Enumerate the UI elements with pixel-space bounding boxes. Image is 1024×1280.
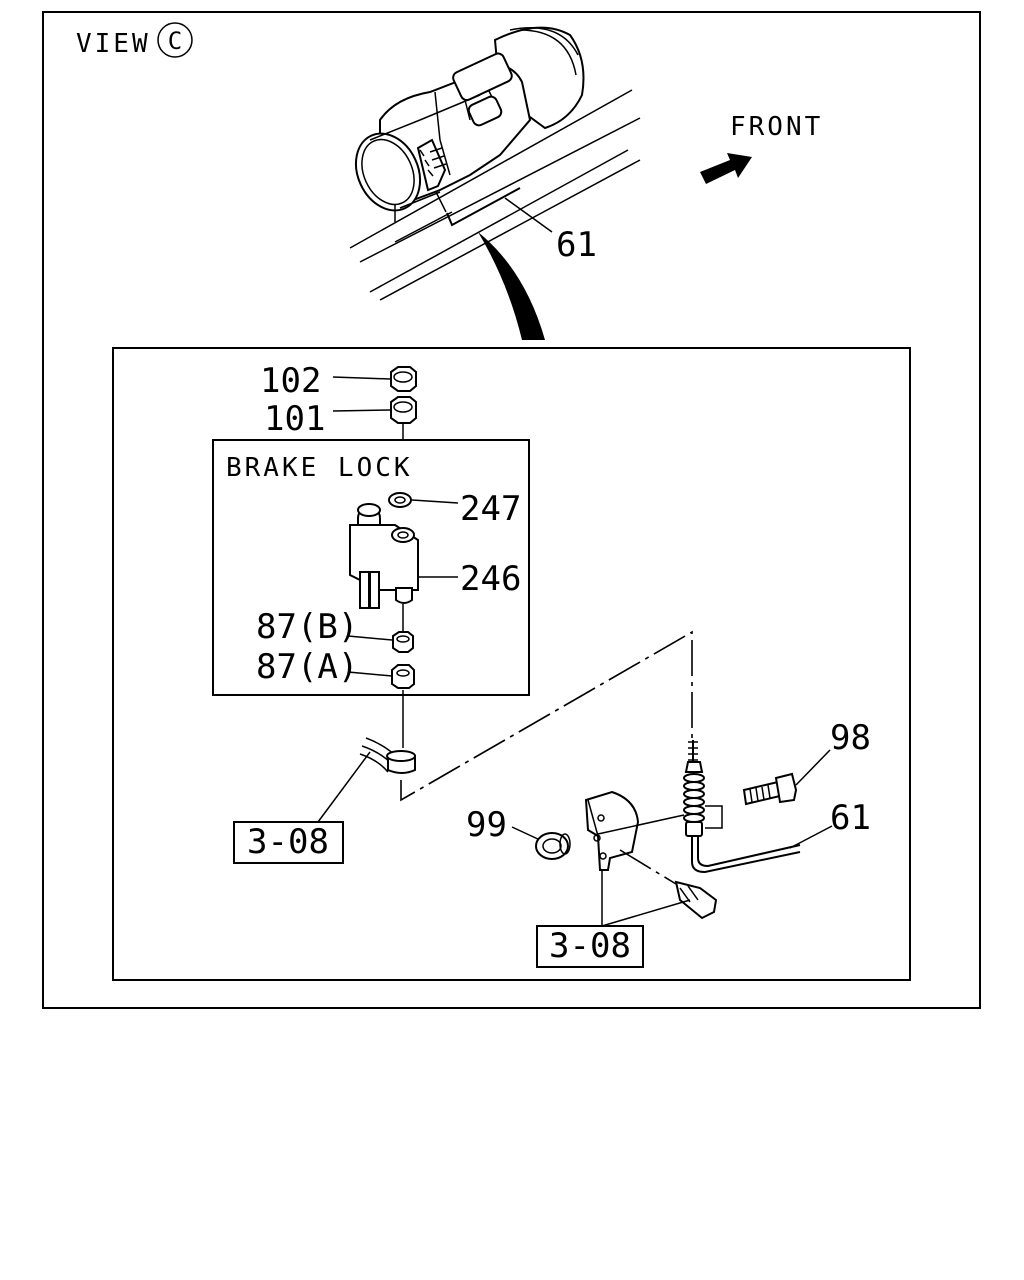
callout-99: 99 [466, 805, 507, 845]
callout-top-61: 61 [556, 225, 597, 265]
view-marker-circle [157, 22, 193, 58]
bolt-98 [742, 749, 831, 806]
cable-assembly [683, 740, 801, 874]
mount-left [317, 737, 416, 823]
leader-top-61 [504, 197, 553, 233]
outer-frame [42, 11, 981, 1009]
ref-bottom: 3-08 [549, 926, 631, 966]
brake-lock-box [212, 439, 530, 696]
callout-101: 101 [264, 399, 325, 439]
nut-99 [511, 826, 571, 860]
nut-101 [332, 396, 417, 424]
callout-246: 246 [460, 559, 521, 599]
bracket [584, 790, 685, 885]
view-label: VIEW C [76, 22, 193, 59]
nut-87b [347, 631, 414, 653]
transmission-assembly [349, 26, 641, 340]
callout-87b: 87(B) [256, 607, 358, 647]
view-label-text: VIEW [76, 29, 151, 59]
front-label: FRONT [730, 112, 823, 142]
bolt-lower [601, 870, 718, 927]
block-246 [349, 503, 458, 609]
callout-98: 98 [830, 718, 871, 758]
nut-102 [332, 366, 417, 392]
callout-61: 61 [830, 798, 871, 838]
ref-box-bottom [536, 925, 644, 968]
callout-102: 102 [260, 361, 321, 401]
zoom-wedge [478, 232, 545, 340]
callout-87a: 87(A) [256, 647, 358, 687]
ref-box-left [233, 821, 344, 864]
detail-frame [112, 347, 911, 981]
brake-lock-title: BRAKE LOCK [226, 453, 413, 483]
front-arrow-icon [700, 153, 752, 184]
ref-left: 3-08 [247, 822, 329, 862]
view-marker-letter: C [168, 27, 182, 55]
nut-87a [347, 664, 415, 689]
callout-247: 247 [460, 489, 521, 529]
route-line [400, 630, 693, 802]
washer-247 [388, 492, 459, 508]
